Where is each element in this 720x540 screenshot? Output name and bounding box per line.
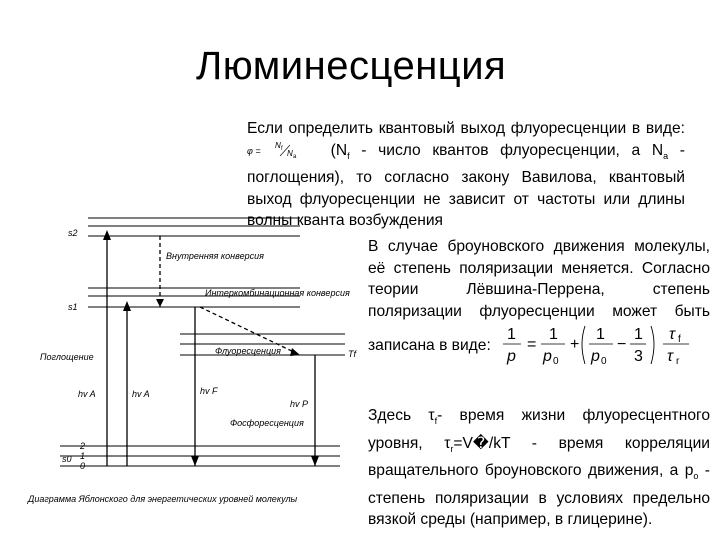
p3-sub-f: f <box>434 416 438 427</box>
formula-den: N <box>287 149 293 158</box>
label-s0: s0 <box>62 454 72 464</box>
p1-sub-a: a <box>663 150 669 161</box>
formula-den-sub: a <box>293 154 297 159</box>
p3-sub-r: r <box>450 443 454 454</box>
label-s2: s2 <box>68 228 78 238</box>
label-intersystem: Интеркомбинационная конверсия <box>205 288 350 298</box>
p3-text-b: - время жизни флуоресцентного уровня, τ <box>368 407 711 452</box>
svg-text:p: p <box>542 348 552 365</box>
label-hvf: hv F <box>200 386 218 396</box>
p3-text-d: - степень поляризации в условиях предель… <box>368 462 711 529</box>
svg-text:0: 0 <box>553 356 559 367</box>
svg-text:−: − <box>617 336 626 353</box>
svg-text:p: p <box>506 348 516 365</box>
label-tf: Tf <box>348 349 357 359</box>
label-absorption: Поглощение <box>40 352 94 362</box>
svg-text:1: 1 <box>634 326 643 343</box>
svg-text:0: 0 <box>601 356 607 367</box>
diagram-caption: Диаграмма Яблонского для энергетических … <box>27 494 298 504</box>
svg-text:3: 3 <box>634 348 643 365</box>
label-hvp: hv P <box>290 399 308 409</box>
label-hva2: hv A <box>132 389 150 399</box>
svg-text:=: = <box>527 336 536 353</box>
formula-num: N <box>275 141 281 150</box>
svg-text:p: p <box>590 348 600 365</box>
quantum-yield-formula: φ = N f N a <box>247 141 297 159</box>
paragraph-notation: Здесь τf- время жизни флуоресцентного ур… <box>368 405 710 531</box>
p2-text: В случае броуновского движения молекулы,… <box>368 238 710 354</box>
svg-text:1: 1 <box>549 326 558 343</box>
svg-text:1: 1 <box>596 326 605 343</box>
formula-lhs: φ = <box>247 146 261 156</box>
svg-text:τ: τ <box>669 326 676 343</box>
svg-text:+: + <box>570 336 579 353</box>
p1-sub-f: f <box>347 150 350 161</box>
svg-text:r: r <box>676 356 680 367</box>
label-fluorescence: Флуоресценция <box>215 346 281 356</box>
formula-num-sub: f <box>281 146 283 152</box>
p3-text-c: =V�/kT - время корреляции вращательного … <box>368 434 710 480</box>
paragraph-quantum-yield: Если определить квантовый выход флуоресц… <box>247 118 685 232</box>
p1-text-end: - поглощения), то согласно закону Вавило… <box>247 141 685 230</box>
label-s1: s1 <box>68 302 78 312</box>
label-hva: hv A <box>78 389 96 399</box>
p3-sub-0: o <box>693 471 699 482</box>
svg-text:1: 1 <box>507 326 516 343</box>
p1-text-paren: (N <box>330 141 348 159</box>
slide-title: Люминесценция <box>196 44 507 88</box>
label-phosphorescence: Фосфоресценция <box>230 418 304 428</box>
perrin-formula: 1 p = 1 p 0 + 1 p 0 − 1 3 τ f τ r <box>503 325 690 367</box>
svg-text:f: f <box>678 334 681 345</box>
label-v1: 1 <box>80 451 85 461</box>
label-v0: 0 <box>80 461 85 471</box>
svg-text:τ: τ <box>667 348 674 365</box>
label-internal-conversion: Внутренняя конверсия <box>166 251 264 261</box>
jablonski-diagram: s2 s1 s0 Tf Внутренняя конверсия Интерко… <box>27 217 357 504</box>
intersystem-crossing-arrow <box>199 306 301 356</box>
p1-text-mid: - число квантов флуоресценции, а N <box>349 141 664 159</box>
p1-text-start: Если определить квантовый выход флуоресц… <box>247 120 685 137</box>
p3-text-a: Здесь τ <box>368 407 435 424</box>
paragraph-polarization: В случае броуновского движения молекулы,… <box>368 236 710 368</box>
label-v2: 2 <box>79 441 85 451</box>
